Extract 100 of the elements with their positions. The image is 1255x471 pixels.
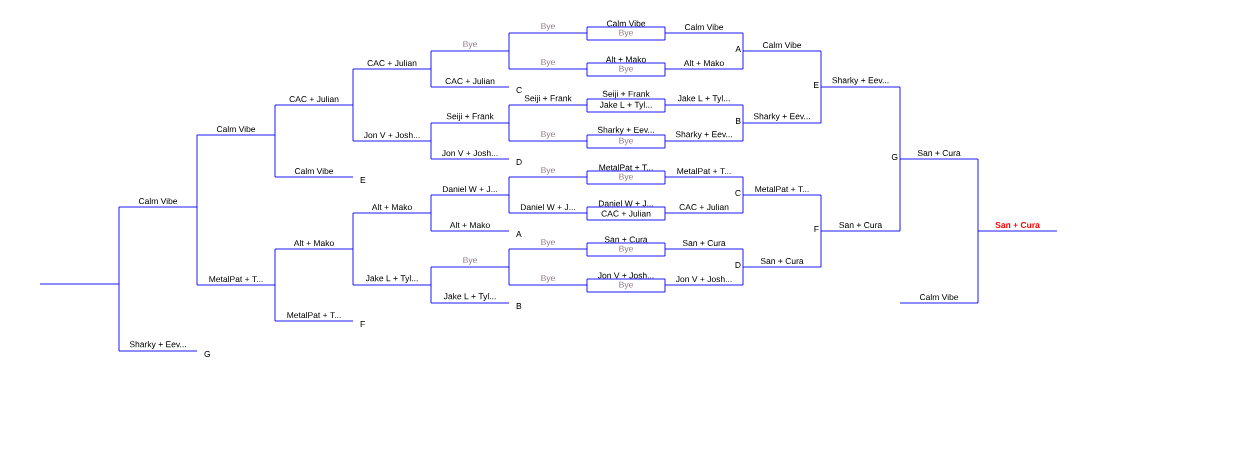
bracket-line (977, 158, 979, 232)
bracket-letter: B (736, 118, 741, 124)
team-slot: Jon V + Josh... (430, 149, 510, 160)
bracket-line (508, 50, 510, 70)
team-slot: Sharky + Eev... (742, 113, 822, 124)
team-slot: CAC + Julian (430, 77, 510, 88)
team-slot: Bye (508, 59, 588, 70)
bracket-letter: B (516, 303, 522, 309)
bracket-line (430, 194, 432, 214)
node-label: Daniel W + J... (598, 200, 653, 207)
bracket-letter: E (360, 177, 366, 183)
bracket-line (508, 176, 510, 196)
team-slot: Alt + Mako (274, 239, 354, 250)
bracket-line (820, 194, 822, 232)
team-slot: Jake L + Tyl... (664, 95, 744, 106)
bracket-line (430, 122, 432, 142)
team-slot: San + Cura (899, 150, 979, 160)
match-box: Seiji + Frank Jake L + Tyl... (586, 90, 666, 113)
bracket-letter: A (735, 46, 741, 52)
bracket-letter: C (735, 190, 741, 196)
bracket-line (430, 68, 432, 88)
team-slot: MetalPat + T... (196, 275, 276, 286)
bracket-line (820, 230, 822, 268)
team-slot: Daniel W + J... (508, 203, 588, 214)
bracket-line (742, 266, 744, 286)
bracket-letter: F (814, 226, 819, 232)
bracket-line (196, 206, 198, 286)
bracket-line (118, 283, 120, 352)
match-box: Daniel W + J... CAC + Julian (586, 200, 666, 221)
bracket-line (508, 266, 510, 286)
bracket-line (352, 248, 354, 286)
bracket-line (742, 176, 744, 196)
bracket-letter: G (891, 154, 898, 160)
team-slot: Seiji + Frank (508, 95, 588, 106)
bracket-line (742, 248, 744, 268)
bracket-line (274, 284, 276, 322)
match-box: MetalPat + T... Bye (586, 164, 666, 185)
bracket-line (508, 122, 510, 142)
bracket-line (742, 104, 744, 124)
team-slot: San + Cura (820, 222, 901, 232)
team-slot: Seiji + Frank (430, 113, 510, 124)
team-slot: Jon V + Josh... (352, 131, 432, 142)
team-slot: MetalPat + T... (274, 311, 354, 322)
bracket-line (508, 248, 510, 268)
bracket-line (352, 212, 354, 250)
team-slot: Calm Vibe (899, 293, 979, 304)
match-box: San + Cura Bye (586, 236, 666, 257)
bracket-letter: C (516, 87, 522, 93)
bracket-line (742, 122, 744, 142)
team-slot: Alt + Mako (664, 59, 744, 70)
node-label: MetalPat + T... (599, 164, 653, 171)
match-box: Sharky + Eev... Bye (586, 126, 666, 149)
bracket-line (977, 230, 979, 304)
team-slot: Calm Vibe (664, 23, 744, 34)
team-slot: Sharky + Eev... (664, 131, 744, 142)
bracket-letter: D (516, 159, 522, 165)
team-slot: Alt + Mako (352, 203, 432, 214)
node-label: Sharky + Eev... (597, 126, 654, 135)
match-box: Jon V + Josh... Bye (586, 272, 666, 293)
team-slot: San + Cura (742, 258, 822, 268)
team-slot: CAC + Julian (664, 203, 744, 214)
match-box: Alt + Mako Bye (586, 56, 666, 77)
bracket-letter: D (735, 262, 741, 268)
bracket-line (899, 158, 901, 232)
node-label: Seiji + Frank (602, 90, 650, 99)
bracket-line (508, 194, 510, 214)
bracket-line (196, 134, 198, 208)
match-box: Calm Vibe Bye (586, 20, 666, 41)
bracket-line (742, 32, 744, 52)
bracket-line (118, 206, 120, 285)
team-slot: Bye (508, 167, 588, 178)
team-slot: Jon V + Josh... (664, 275, 744, 286)
bracket-line (430, 266, 432, 286)
team-slot: Calm Vibe (742, 41, 822, 52)
team-slot: Calm Vibe (196, 125, 276, 136)
team-slot: Bye (508, 131, 588, 142)
team-slot: Sharky + Eev... (118, 341, 198, 352)
bracket-line (274, 248, 276, 286)
bracket-line (508, 104, 510, 124)
bracket-line (274, 104, 276, 136)
team-slot: Daniel W + J... (430, 185, 510, 196)
winner-slot: San + Cura (977, 222, 1058, 232)
team-slot: Bye (508, 239, 588, 250)
team-slot: Jake L + Tyl... (352, 275, 432, 286)
node-label: Alt + Mako (605, 56, 646, 63)
bracket-line (742, 50, 744, 70)
bracket-line (820, 86, 822, 124)
bracket-letter: A (516, 231, 522, 237)
team-slot: Bye (430, 41, 510, 52)
bracket-line (430, 50, 432, 70)
bracket-line (430, 284, 432, 304)
node-label: Jon V + Josh... (597, 272, 654, 279)
bracket-line (352, 68, 354, 106)
team-slot: Jake L + Tyl... (430, 293, 510, 304)
team-slot: CAC + Julian (352, 59, 432, 70)
team-slot: MetalPat + T... (742, 185, 822, 196)
bracket-line (508, 32, 510, 52)
bracket-letter: E (814, 82, 819, 88)
team-slot: Bye (430, 257, 510, 268)
bracket-line (430, 140, 432, 160)
